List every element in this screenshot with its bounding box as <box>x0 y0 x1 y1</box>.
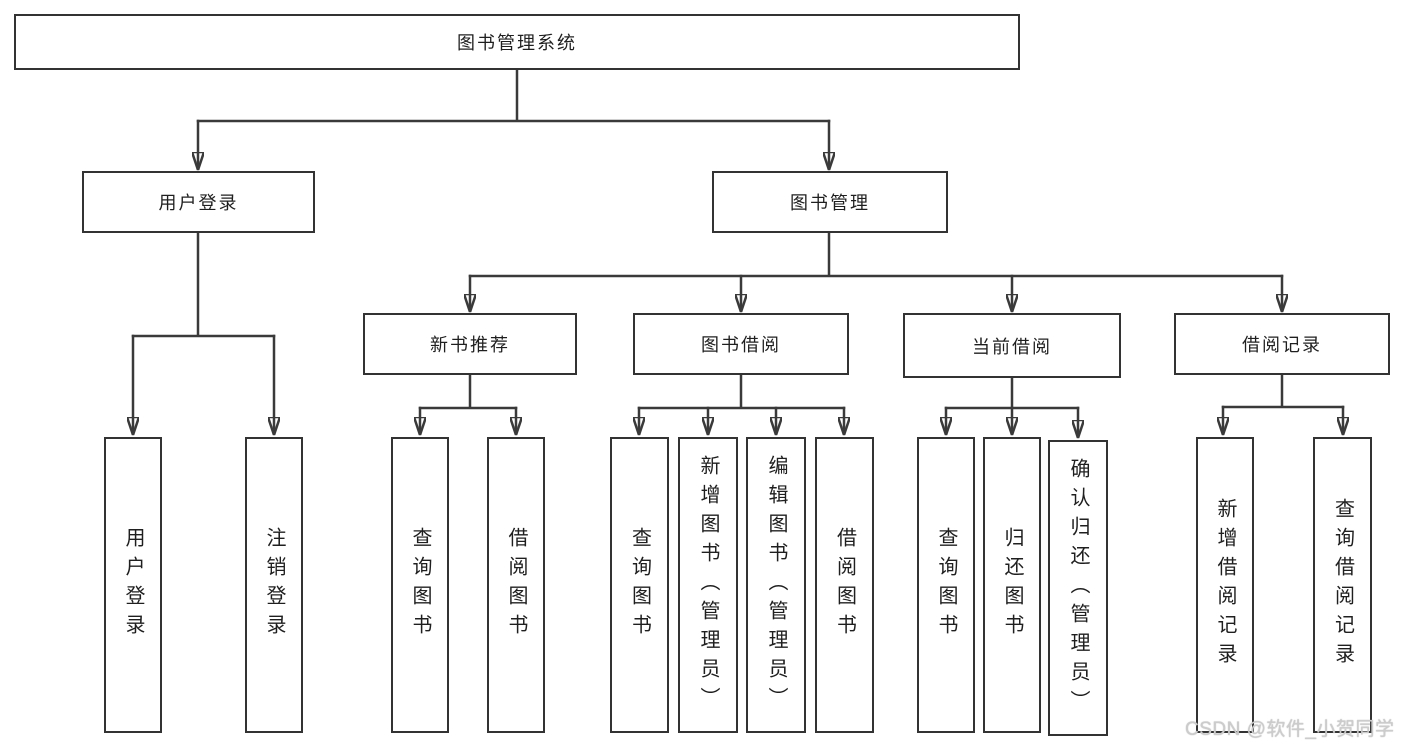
leaf-add-borrow-record-label: 新增借阅记录 <box>1214 498 1236 672</box>
leaf-return-book-label: 归还图书 <box>1001 527 1023 643</box>
node-current-borrow-label: 当前借阅 <box>972 336 1052 357</box>
node-book-management: 图书管理 <box>712 171 948 233</box>
leaf-query-book-borrow: 查询图书 <box>610 437 669 733</box>
leaf-edit-book-admin-label: 编辑图书（管理员） <box>765 454 787 716</box>
node-new-book-recommend-label: 新书推荐 <box>430 335 510 355</box>
node-user-login: 用户登录 <box>82 171 315 233</box>
leaf-query-book-recommend-label: 查询图书 <box>409 527 431 643</box>
fork-book-borrow <box>639 373 844 436</box>
fork-borrow-records <box>1223 373 1343 436</box>
leaf-query-book-current: 查询图书 <box>917 437 975 733</box>
leaf-confirm-return-admin-label: 确认归还（管理员） <box>1067 457 1089 719</box>
leaf-return-book: 归还图书 <box>983 437 1041 733</box>
fork-root <box>198 68 829 171</box>
node-new-book-recommend: 新书推荐 <box>363 313 577 375</box>
node-book-borrow-label: 图书借阅 <box>701 335 781 355</box>
leaf-logout: 注销登录 <box>245 437 303 733</box>
node-book-management-label: 图书管理 <box>790 193 870 213</box>
node-root-label: 图书管理系统 <box>457 33 577 53</box>
fork-book-management <box>470 231 1282 313</box>
node-borrow-records: 借阅记录 <box>1174 313 1390 375</box>
leaf-add-book-admin: 新增图书（管理员） <box>678 437 738 733</box>
leaf-query-book-recommend: 查询图书 <box>391 437 449 733</box>
fork-new-book <box>420 373 516 436</box>
leaf-logout-label: 注销登录 <box>263 527 285 643</box>
fork-user-login <box>133 231 274 436</box>
leaf-user-login: 用户登录 <box>104 437 162 733</box>
node-current-borrow: 当前借阅 <box>903 313 1121 378</box>
node-user-login-label: 用户登录 <box>158 193 239 213</box>
leaf-add-book-admin-label: 新增图书（管理员） <box>697 454 719 716</box>
leaf-borrow-book: 借阅图书 <box>815 437 874 733</box>
leaf-query-borrow-record-label: 查询借阅记录 <box>1331 498 1354 672</box>
leaf-borrow-book-recommend-label: 借阅图书 <box>505 527 527 643</box>
leaf-user-login-label: 用户登录 <box>122 527 144 643</box>
leaf-query-borrow-record: 查询借阅记录 <box>1313 437 1372 733</box>
leaf-confirm-return-admin: 确认归还（管理员） <box>1048 440 1108 736</box>
leaf-borrow-book-recommend: 借阅图书 <box>487 437 545 733</box>
leaf-add-borrow-record: 新增借阅记录 <box>1196 437 1254 733</box>
fork-current-borrow <box>946 376 1078 439</box>
leaf-edit-book-admin: 编辑图书（管理员） <box>746 437 806 733</box>
node-borrow-records-label: 借阅记录 <box>1242 335 1322 355</box>
node-book-borrow: 图书借阅 <box>633 313 849 375</box>
leaf-borrow-book-label: 借阅图书 <box>833 527 856 643</box>
watermark: CSDN @软件_小贺同学 <box>1185 719 1395 740</box>
leaf-query-book-borrow-label: 查询图书 <box>628 527 651 643</box>
leaf-query-book-current-label: 查询图书 <box>935 527 957 643</box>
node-root: 图书管理系统 <box>14 14 1020 70</box>
